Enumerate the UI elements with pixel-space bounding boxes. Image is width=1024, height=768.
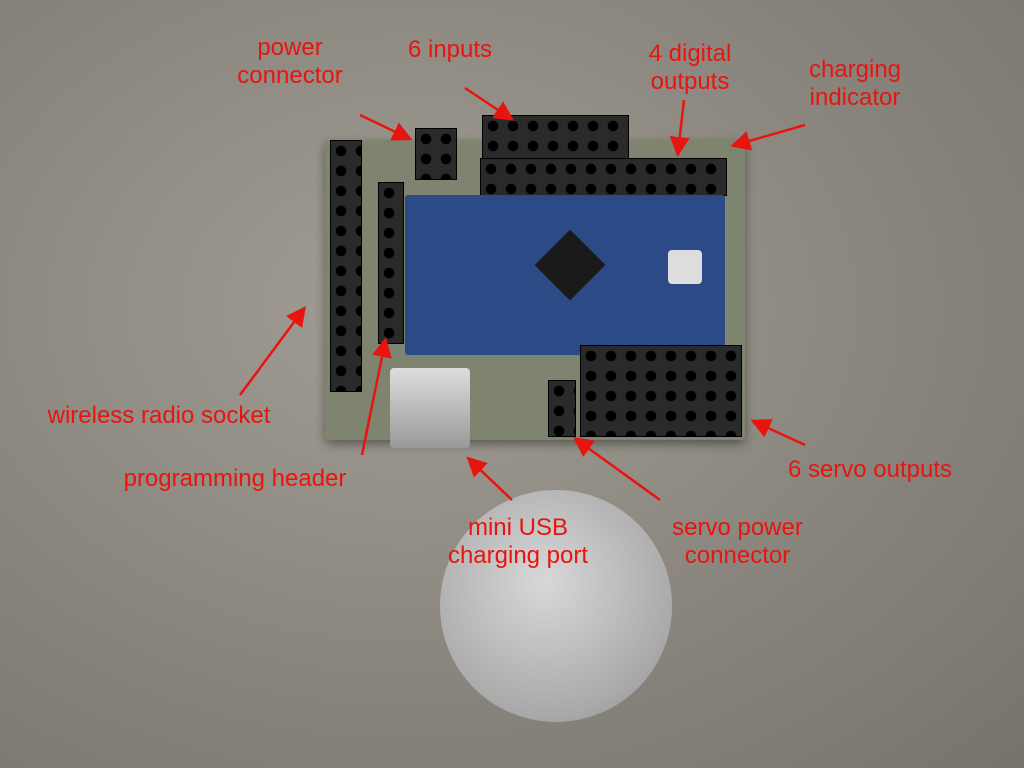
arrow-wireless xyxy=(238,305,306,396)
power-connector xyxy=(415,128,457,180)
label-programming-header: programming header xyxy=(123,465,347,492)
servo-output-header xyxy=(580,345,742,437)
arrow-inputs xyxy=(464,86,515,121)
label-line: mini USB xyxy=(467,514,569,541)
label-digital-outputs: 4 digital outputs xyxy=(625,40,755,96)
label-line: indicator xyxy=(809,84,901,111)
mini-usb-port xyxy=(390,368,470,448)
input-header xyxy=(482,115,629,162)
arrow-servo-outputs xyxy=(750,419,806,447)
programming-header xyxy=(378,182,404,344)
digital-output-header xyxy=(480,158,727,196)
label-line: charging port xyxy=(447,542,589,569)
label-servo-power: servo power connector xyxy=(655,514,820,570)
reset-button xyxy=(668,250,702,284)
arrow-servo-power xyxy=(572,437,661,502)
label-wireless-radio-socket: wireless radio socket xyxy=(47,402,271,429)
arrow-usb xyxy=(466,456,513,501)
label-power-connector: power connector xyxy=(225,34,355,90)
servo-power-connector xyxy=(548,380,576,437)
arrow-charging xyxy=(730,123,806,151)
label-line: outputs xyxy=(650,68,730,95)
label-inputs: 6 inputs xyxy=(407,36,493,63)
arrow-power-connector xyxy=(359,113,413,141)
wireless-radio-socket xyxy=(330,140,362,392)
label-line: connector xyxy=(684,542,791,569)
label-servo-outputs: 6 servo outputs xyxy=(787,456,953,483)
quarter-coin xyxy=(440,490,672,722)
label-line: charging xyxy=(808,56,902,83)
label-charging-indicator: charging indicator xyxy=(790,56,920,112)
label-line: power xyxy=(257,34,323,61)
label-line: connector xyxy=(237,62,343,89)
arrow-programming xyxy=(360,337,392,456)
label-line: 4 digital xyxy=(648,40,732,67)
label-line: servo power xyxy=(672,514,803,541)
label-mini-usb: mini USB charging port xyxy=(430,514,606,570)
arrow-digital-outputs xyxy=(669,99,690,157)
